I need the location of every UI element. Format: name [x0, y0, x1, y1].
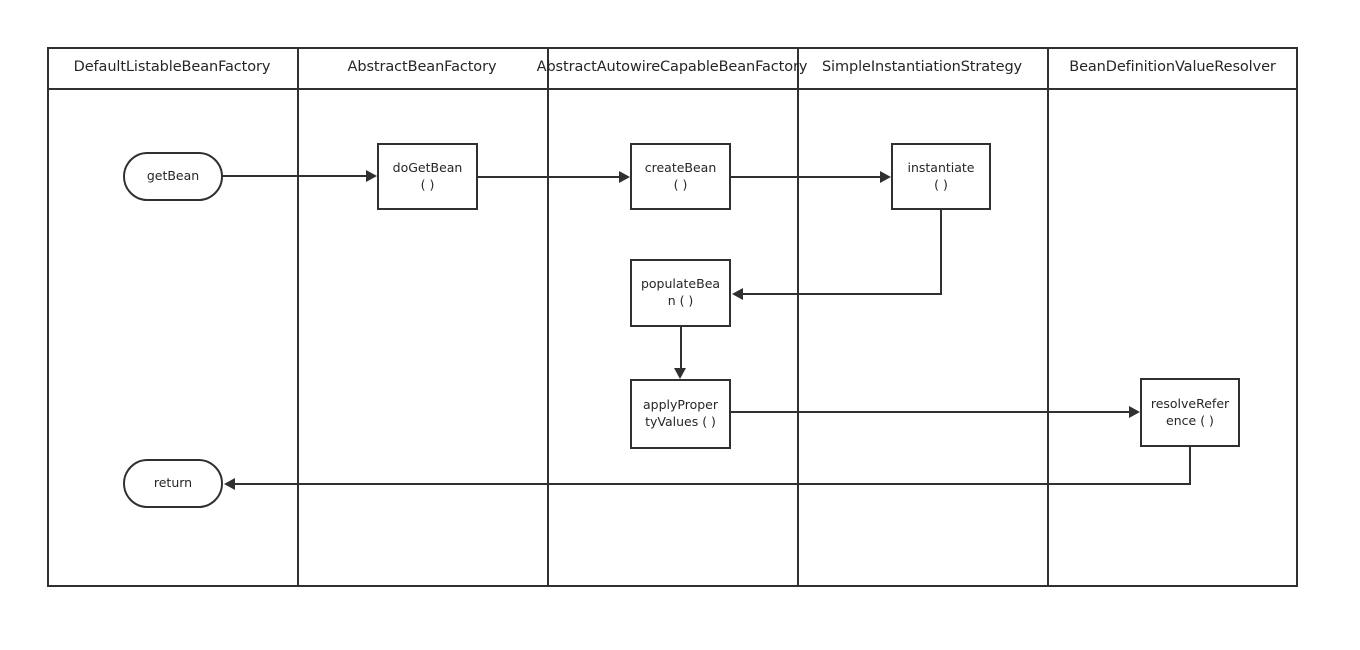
- edge-apply-property-values-to-resolve-reference-line: [731, 411, 1129, 413]
- edge-get-bean-to-do-get-bean-line: [223, 175, 366, 177]
- lane-divider-2: [547, 47, 549, 587]
- node-return[interactable]: return: [123, 459, 223, 508]
- node-do-get-bean[interactable]: doGetBean ( ): [377, 143, 478, 210]
- lane-header-abstract-bean-factory: AbstractBeanFactory: [347, 58, 497, 75]
- lane-header-abstract-autowire-capable-bean-factory: AbstractAutowireCapableBeanFactory: [536, 58, 808, 75]
- swimlane-header-divider: [47, 88, 1298, 90]
- edge-resolve-reference-to-return-arrowhead: [224, 478, 235, 490]
- lane-header-default-listable-bean-factory: DefaultListableBeanFactory: [73, 58, 271, 75]
- lane-divider-1: [297, 47, 299, 587]
- node-apply-property-values[interactable]: applyProper tyValues ( ): [630, 379, 731, 449]
- lane-header-simple-instantiation-strategy: SimpleInstantiationStrategy: [821, 58, 1023, 75]
- edge-create-bean-to-instantiate-arrowhead: [880, 171, 891, 183]
- edge-populate-bean-to-apply-property-values-arrowhead: [674, 368, 686, 379]
- lane-divider-4: [1047, 47, 1049, 587]
- lane-divider-3: [797, 47, 799, 587]
- edge-do-get-bean-to-create-bean-arrowhead: [619, 171, 630, 183]
- node-instantiate[interactable]: instantiate ( ): [891, 143, 991, 210]
- edge-instantiate-to-populate-bean-vertical: [940, 210, 942, 295]
- edge-instantiate-to-populate-bean-arrowhead: [732, 288, 743, 300]
- edge-resolve-reference-to-return-vertical: [1189, 447, 1191, 485]
- edge-do-get-bean-to-create-bean-line: [478, 176, 619, 178]
- node-populate-bean[interactable]: populateBea n ( ): [630, 259, 731, 327]
- swimlane-frame: [47, 47, 1298, 587]
- node-create-bean[interactable]: createBean ( ): [630, 143, 731, 210]
- edge-create-bean-to-instantiate-line: [731, 176, 880, 178]
- edge-instantiate-to-populate-bean-horizontal: [743, 293, 942, 295]
- edge-resolve-reference-to-return-horizontal: [235, 483, 1191, 485]
- edge-populate-bean-to-apply-property-values-line: [680, 327, 682, 368]
- edge-get-bean-to-do-get-bean-arrowhead: [366, 170, 377, 182]
- node-get-bean[interactable]: getBean: [123, 152, 223, 201]
- lane-header-bean-definition-value-resolver: BeanDefinitionValueResolver: [1069, 58, 1276, 75]
- edge-apply-property-values-to-resolve-reference-arrowhead: [1129, 406, 1140, 418]
- node-resolve-reference[interactable]: resolveRefer ence ( ): [1140, 378, 1240, 447]
